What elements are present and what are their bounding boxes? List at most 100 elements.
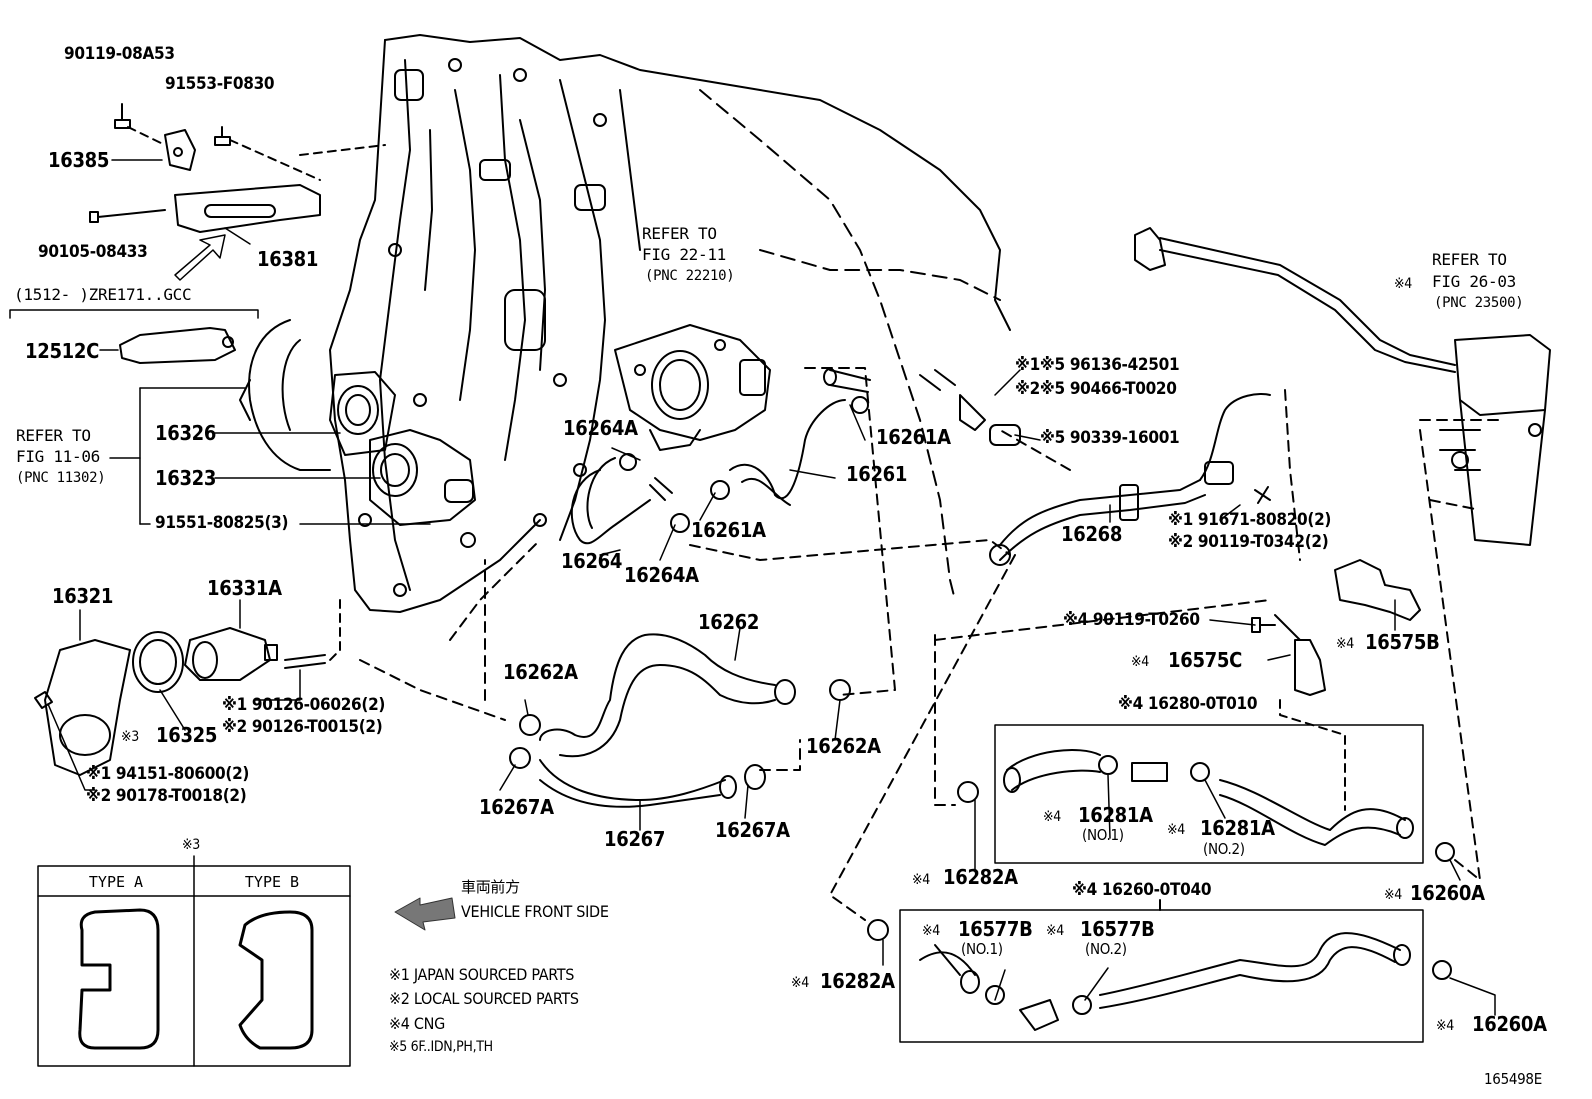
part-label-90339-16001: ※5 90339-16001 [1040,428,1180,448]
part-label-16575C: 16575C [1168,648,1243,672]
part-label-16268: 16268 [1061,522,1123,546]
part-label-16267: 16267 [604,827,666,851]
part-label-16326: 16326 [155,421,217,445]
part-label-16261: 16261 [846,462,908,486]
legend-type-a: TYPE A [88,873,144,891]
part-label-16267A-left: 16267A [479,795,554,819]
part-prefix-16575C: ※4 [1131,654,1149,670]
note-4: ※4 CNG [389,1014,445,1033]
part-label-16261A-bottom: 16261A [691,518,766,542]
part-label-16262A-right: 16262A [806,734,881,758]
part-sublabel-16281A-no2: (NO.2) [1203,840,1245,858]
part-label-16281A-no1: 16281A [1078,803,1153,827]
legend-title: ※3 [182,837,200,853]
part-label-90105-08433: 90105-08433 [38,242,148,262]
part-label-16262A-left: 16262A [503,660,578,684]
part-label-16260-0T040: ※4 16260-0T040 [1072,880,1212,900]
cng-hose-box-1 [994,699,1424,864]
part-prefix-16260A-bottom: ※4 [1436,1018,1454,1034]
part-label-16381: 16381 [257,247,319,271]
throttle-body-drawing [614,324,771,451]
part-label-16331A: 16331A [207,576,282,600]
water-outlet-drawing [329,371,476,548]
part-label-96136-42501: ※1※5 96136-42501 [1015,355,1180,375]
refer-fig-11-06-line1: REFER TO [16,426,91,445]
part-label-16575B: 16575B [1365,630,1440,654]
part-label-16282A-bottom: 16282A [820,969,895,993]
part-label-94151-80600: ※1 94151-80600(2) [86,764,250,784]
part-prefix-16282A-bottom: ※4 [791,975,809,991]
part-prefix-16577B-no2: ※4 [1046,923,1064,939]
refer-fig-26-03-prefix: ※4 [1394,276,1412,292]
part-label-16321: 16321 [52,584,114,608]
part-label-91671-80820: ※1 91671-80820(2) [1168,510,1332,530]
vehicle-front-en-label: VEHICLE FRONT SIDE [461,902,609,921]
part-prefix-16281A-no2: ※4 [1167,822,1185,838]
note-2: ※2 LOCAL SOURCED PARTS [389,989,579,1008]
part-label-16282A-top: 16282A [943,865,1018,889]
refer-fig-11-06-line2[interactable]: FIG 11-06 [16,447,100,466]
part-label-90466-T0020: ※2※5 90466-T0020 [1015,379,1177,399]
part-label-16280-0T010: ※4 16280-0T010 [1118,694,1258,714]
part-label-16281A-no2: 16281A [1200,816,1275,840]
pipe-16268-drawing [959,227,1551,881]
water-hoses-middle [359,367,1011,808]
note-5: ※5 6F..IDN,PH,TH [389,1039,493,1055]
part-prefix-16260A-top: ※4 [1384,887,1402,903]
part-label-16260A-bottom: 16260A [1472,1012,1547,1036]
figure-code: 165498E [1484,1070,1542,1088]
part-label-90119-T0260: ※4 90119-T0260 [1063,610,1200,630]
legend-type-b: TYPE B [244,873,300,891]
part-label-91551-80825: 91551-80825(3) [155,513,289,533]
refer-fig-22-11-line1: REFER TO [642,224,717,243]
part-label-16264: 16264 [561,549,623,573]
vehicle-front-jp-label: 車両前方 [461,878,520,896]
timing-cover-drawing [239,34,1011,613]
part-label-12512C: 12512C [25,339,100,363]
part-label-16261A-top: 16261A [876,425,951,449]
cng-hose-box-2 [899,899,1424,1043]
bracket-drawings [89,103,386,364]
type-legend-drawing [37,855,351,1067]
part-label-16323: 16323 [155,466,217,490]
left-leader-lines [99,159,431,525]
part-label-16262: 16262 [698,610,760,634]
part-prefix-16282A-top: ※4 [912,872,930,888]
part-prefix-16281A-no1: ※4 [1043,809,1061,825]
refer-fig-26-03-line3: (PNC 23500) [1434,295,1524,311]
part-label-90126-06026: ※1 90126-06026(2) [222,695,386,715]
part-label-16577B-no2: 16577B [1080,917,1155,941]
part-prefix-16577B-no1: ※4 [922,923,940,939]
part-label-16267A-right: 16267A [715,818,790,842]
part-label-16264A-bottom: 16264A [624,563,699,587]
refer-fig-26-03-line1: REFER TO [1432,250,1507,269]
part-label-16577B-no1: 16577B [958,917,1033,941]
part-label-90119-08A53: 90119-08A53 [64,44,175,64]
part-sublabel-16281A-no1: (NO.1) [1082,826,1124,844]
refer-fig-22-11-line3: (PNC 22210) [645,268,735,284]
leader-lines [499,369,1396,1001]
refer-fig-26-03-line2[interactable]: FIG 26-03 [1432,272,1516,291]
thermostat-drawings [34,599,341,791]
refer-fig-11-06-line3: (PNC 11302) [16,470,106,486]
part-label-90126-T0015: ※2 90126-T0015(2) [222,717,383,737]
part-label-90119-T0342: ※2 90119-T0342(2) [1168,532,1329,552]
part-label-91553-F0830: 91553-F0830 [165,74,275,94]
cng-clamp-drawings [829,554,1496,1016]
part-label-90178-T0018: ※2 90178-T0018(2) [86,786,247,806]
part-label-16325: 16325 [156,723,218,747]
part-prefix-16575B: ※4 [1336,636,1354,652]
part-sublabel-16577B-no2: (NO.2) [1085,940,1127,958]
part-label-16385: 16385 [48,148,110,172]
part-label-16264A-top: 16264A [563,416,638,440]
part-prefix-16325: ※3 [121,729,139,745]
range-bracket [9,309,259,319]
vehicle-front-arrow [394,897,456,931]
refer-fig-22-11-line2[interactable]: FIG 22-11 [642,245,726,264]
part-label-16260A-top: 16260A [1410,881,1485,905]
bracket-range-label: (1512- )ZRE171..GCC [14,285,192,304]
part-sublabel-16577B-no1: (NO.1) [961,940,1003,958]
note-1: ※1 JAPAN SOURCED PARTS [389,965,575,984]
